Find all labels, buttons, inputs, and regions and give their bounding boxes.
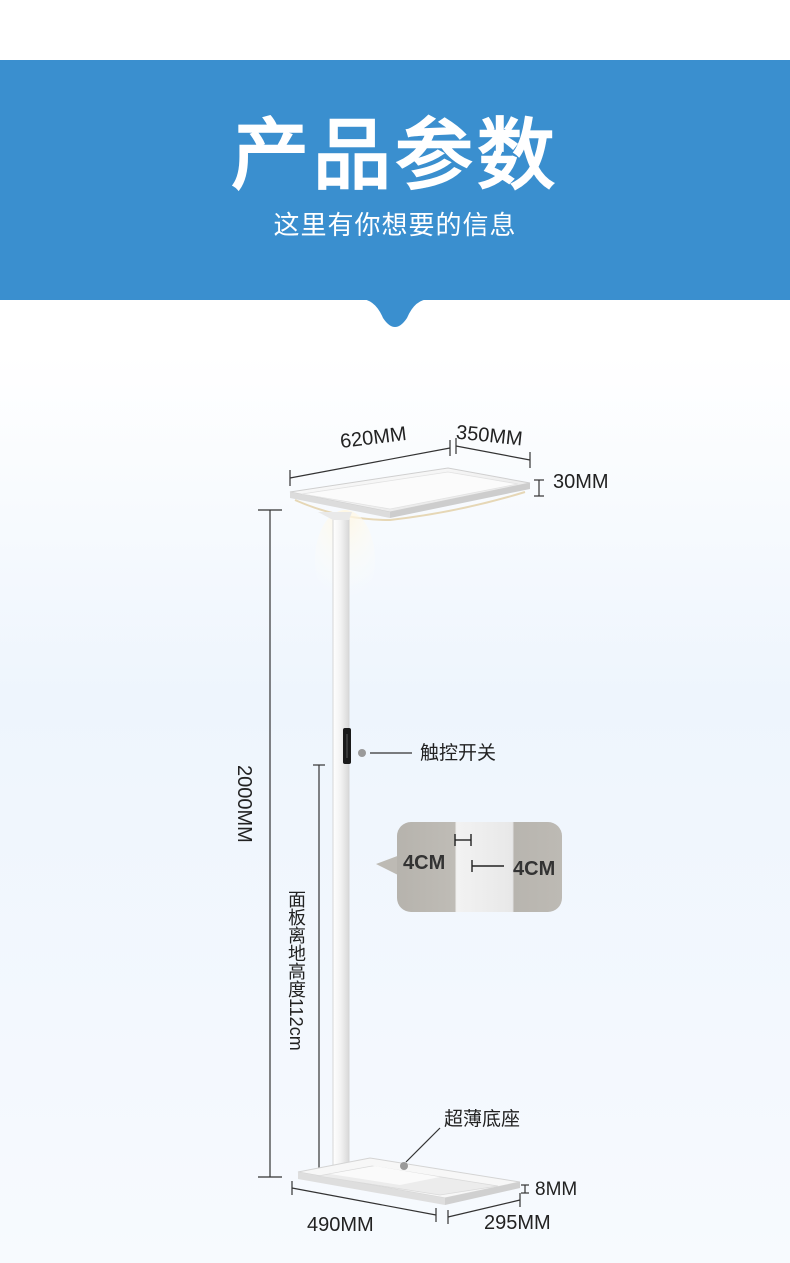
base-length-label: 490MM [307, 1214, 374, 1236]
panel-height-dim [313, 764, 325, 1171]
panel-length-dim [289, 440, 451, 486]
base-thickness-dim [521, 1184, 529, 1194]
page-subtitle: 这里有你想要的信息 [273, 210, 517, 240]
total-height-label: 2000MM [233, 765, 255, 843]
panel-height-label: 面板离地高度112cm [286, 890, 306, 1051]
base-thickness-label: 8MM [535, 1179, 578, 1200]
pole-zoom-detail [376, 822, 562, 912]
panel-thickness-label: 30MM [553, 471, 609, 493]
panel-width-dim [455, 438, 531, 468]
base-length-dim [291, 1181, 437, 1222]
base-label: 超薄底座 [444, 1109, 521, 1130]
touch-switch-label: 触控开关 [420, 743, 497, 764]
total-height-dim [258, 509, 282, 1178]
base-width-label: 295MM [484, 1212, 551, 1234]
header-banner [0, 60, 790, 300]
pole-depth-label: 4CM [513, 858, 556, 880]
panel-thickness-dim [534, 479, 544, 497]
page-title: 产品参数 [230, 111, 559, 199]
lamp-pole [332, 513, 350, 1175]
pole-width-label: 4CM [403, 852, 446, 874]
lamp-panel [289, 467, 531, 522]
lamp-base [297, 1127, 521, 1205]
base-width-dim [447, 1193, 521, 1224]
